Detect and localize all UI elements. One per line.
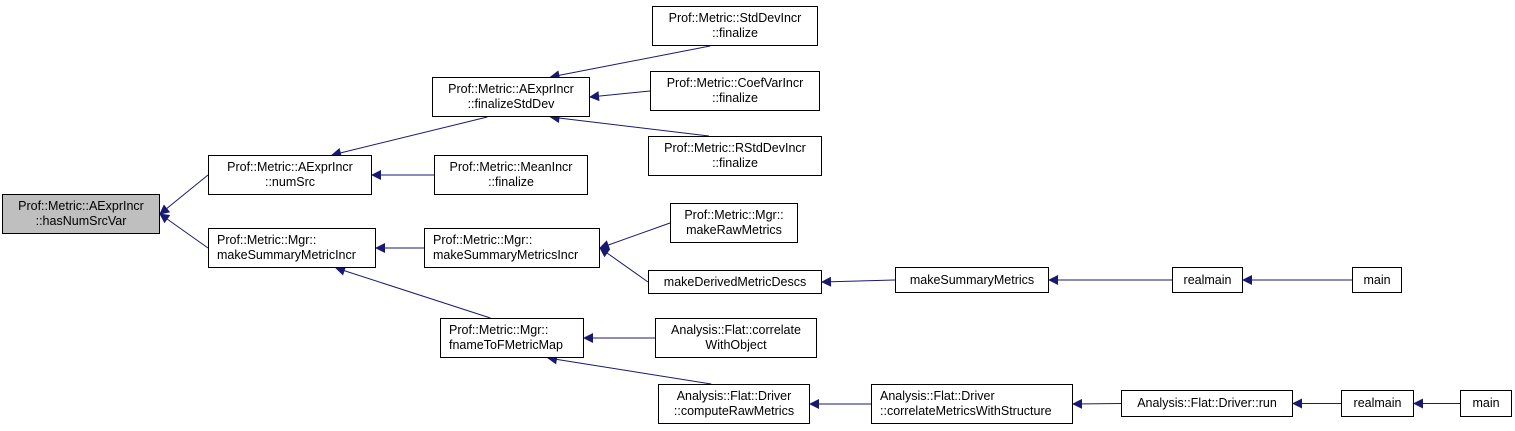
node-label-line: realmain [1353,396,1402,410]
node-label-line: Prof::Metric::Mgr:: [433,233,533,247]
graph-node-stddevincr-finalize[interactable]: Prof::Metric::StdDevIncr::finalize [652,6,818,46]
edge-fnametofmetricmap-to-makesummarymetricincr [335,266,491,319]
node-label-line: makeDerivedMetricDescs [663,274,807,289]
node-label-line: makeSummaryMetricsIncr [433,248,579,262]
edge-coefvarincr_finalize-to-finalizestddev [589,90,651,102]
node-label-line: Prof::Metric::Mgr:: [684,208,784,222]
edge-makesummarymetrics-to-makederivedmetricdescs [821,276,896,287]
edge-driver_run-to-correlatemetricswithstructure [1072,398,1122,409]
node-label-line: ::finalize [488,175,534,189]
graph-node-driver-run[interactable]: Analysis::Flat::Driver::run [1121,390,1293,417]
edge-stddevincr_finalize-to-finalizestddev [549,45,711,81]
edge-finalizestddev-to-numsrc [331,116,488,158]
node-label-line: ::finalize [712,26,758,40]
edge-computerawmetrics-to-fnametofmetricmap [547,354,712,385]
node-label-line: Prof::Metric::StdDevIncr [668,11,802,25]
node-label-line: makeRawMetrics [686,223,782,237]
node-label-line: Prof::Metric::AExprIncr [227,160,353,174]
node-label-line: Analysis::Flat::Driver [880,389,995,403]
graph-node-makesummarymetrics[interactable]: makeSummaryMetrics [895,267,1049,293]
node-label-line: Prof::Metric::MeanIncr [449,160,573,174]
node-label-line: fnameToFMetricMap [449,338,563,352]
graph-node-main-2[interactable]: main [1460,390,1512,417]
node-label-line: main [1363,272,1391,287]
graph-node-coefvarincr-finalize[interactable]: Prof::Metric::CoefVarIncr::finalize [650,71,820,111]
graph-node-makederivedmetricdescs[interactable]: makeDerivedMetricDescs [648,270,822,294]
node-label-line: Analysis::Flat::Driver [676,389,792,403]
graph-node-correlatemetricswithstructure[interactable]: Analysis::Flat::Driver::correlateMetrics… [871,384,1073,424]
node-label-line: ::numSrc [264,175,315,189]
graph-node-realmain-2[interactable]: realmain [1341,390,1414,417]
node-label-line: ::finalize [712,156,758,170]
node-label-line: Analysis::Flat::correlate [671,323,801,337]
node-label-line: Prof::Metric::AExprIncr [18,199,144,213]
graph-node-computerawmetrics[interactable]: Analysis::Flat::Driver::computeRawMetric… [658,384,810,424]
node-label-line: realmain [1183,272,1232,287]
node-label-line: main [1472,396,1500,410]
edge-rstddevincr_finalize-to-finalizestddev [549,113,709,137]
graph-node-fnametofmetricmap[interactable]: Prof::Metric::Mgr::fnameToFMetricMap [440,318,584,358]
node-label-line: Prof::Metric::AExprIncr [448,82,574,96]
graph-node-numsrc[interactable]: Prof::Metric::AExprIncr::numSrc [208,155,372,195]
graph-node-makerawmetrics[interactable]: Prof::Metric::Mgr::makeRawMetrics [670,203,798,243]
graph-node-finalizestddev[interactable]: Prof::Metric::AExprIncr::finalizeStdDev [432,77,590,117]
node-label-line: ::finalize [712,91,758,105]
node-label-line: ::finalizeStdDev [467,97,555,111]
graph-node-makesummarymetricsincr[interactable]: Prof::Metric::Mgr::makeSummaryMetricsInc… [424,228,600,268]
graph-node-rstddevincr-finalize[interactable]: Prof::Metric::RStdDevIncr::finalize [648,136,822,176]
edge-makerawmetrics-to-makesummarymetricsincr [599,222,671,250]
graph-node-makesummarymetricincr[interactable]: Prof::Metric::Mgr::makeSummaryMetricIncr [208,228,376,268]
edge-numsrc-to-hasnumsrcvar [159,174,209,215]
graph-node-main-1[interactable]: main [1352,267,1402,293]
edge-makederivedmetricdescs-to-makesummarymetricsincr [599,247,649,283]
node-label-line: ::hasNumSrcVar [35,214,127,228]
node-label-line: makeSummaryMetricIncr [217,248,356,262]
graph-node-hasnumsrcvar: Prof::Metric::AExprIncr::hasNumSrcVar [2,194,160,234]
node-label-line: Analysis::Flat::Driver::run [1137,396,1277,410]
node-label-line: WithObject [705,338,767,352]
graph-node-meanincr-finalize[interactable]: Prof::Metric::MeanIncr::finalize [434,155,588,195]
edge-makesummarymetricincr-to-hasnumsrcvar [159,213,209,249]
node-label-line: ::computeRawMetrics [673,404,795,418]
node-label-line: Prof::Metric::Mgr:: [217,233,317,247]
node-label-line: makeSummaryMetrics [909,272,1035,287]
node-label-line: ::correlateMetricsWithStructure [880,404,1052,418]
node-label-line: Prof::Metric::RStdDevIncr [664,141,806,155]
graph-node-realmain-1[interactable]: realmain [1172,267,1243,293]
node-label-line: Prof::Metric::CoefVarIncr [666,76,804,90]
node-label-line: Prof::Metric::Mgr:: [449,323,549,337]
